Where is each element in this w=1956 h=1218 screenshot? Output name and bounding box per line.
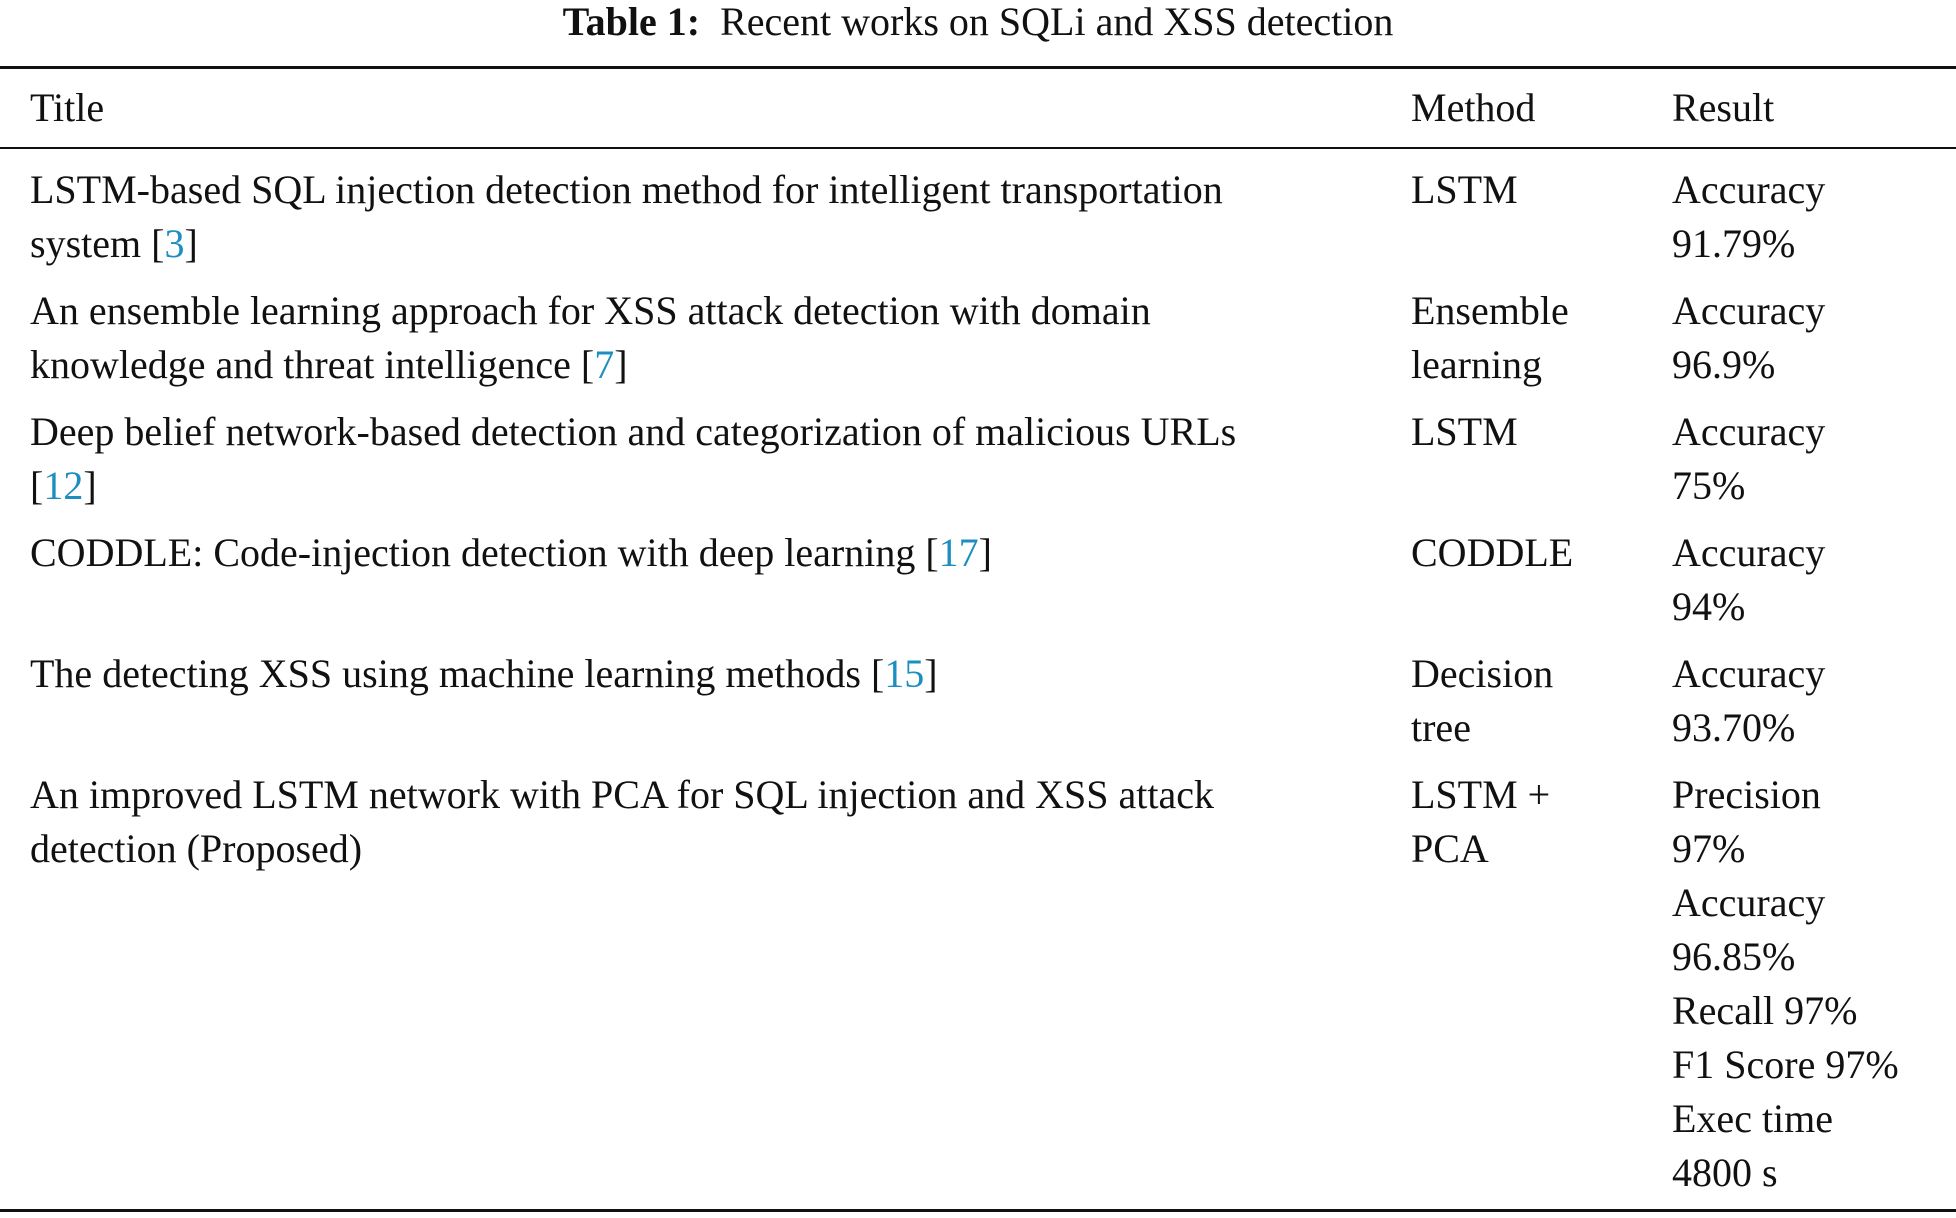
row-title: The detecting XSS using machine learning… [30,651,938,696]
row-title: LSTM-based SQL injection detection metho… [30,167,1223,266]
caption-text: Recent works on SQLi and XSS detection [720,0,1394,44]
row-title: CODDLE: Code-injection detection with de… [30,530,992,575]
citation-link[interactable]: 7 [594,342,615,387]
header-rule [0,147,1956,149]
top-rule [0,66,1956,69]
row-title: An improved LSTM network with PCA for SQ… [30,772,1214,871]
row-method: Decision tree [1411,651,1554,750]
citation-link[interactable]: 3 [164,221,185,266]
row-method: LSTM [1411,409,1518,454]
row-method: Ensemble learning [1411,288,1569,387]
row-result: Precision 97% Accuracy 96.85% Recall 97%… [1672,772,1899,1195]
row-method: LSTM [1411,167,1518,212]
row-title: An ensemble learning approach for XSS at… [30,288,1151,387]
citation-link[interactable]: 15 [884,651,925,696]
header-result: Result [1672,85,1775,130]
row-method: LSTM + PCA [1411,772,1551,871]
row-result: Accuracy 75% [1672,409,1826,508]
caption-label: Table 1: [562,0,701,44]
header-title: Title [30,85,105,130]
row-method: CODDLE [1411,530,1574,575]
table-caption: Table 1: Recent works on SQLi and XSS de… [0,0,1956,44]
row-result: Accuracy 94% [1672,530,1826,629]
row-result: Accuracy 93.70% [1672,651,1826,750]
citation-link[interactable]: 12 [43,463,84,508]
row-title: Deep belief network-based detection and … [30,409,1237,508]
row-result: Accuracy 96.9% [1672,288,1826,387]
row-result: Accuracy 91.79% [1672,167,1826,266]
bottom-rule [0,1209,1956,1212]
citation-link[interactable]: 17 [938,530,979,575]
header-method: Method [1411,85,1536,130]
